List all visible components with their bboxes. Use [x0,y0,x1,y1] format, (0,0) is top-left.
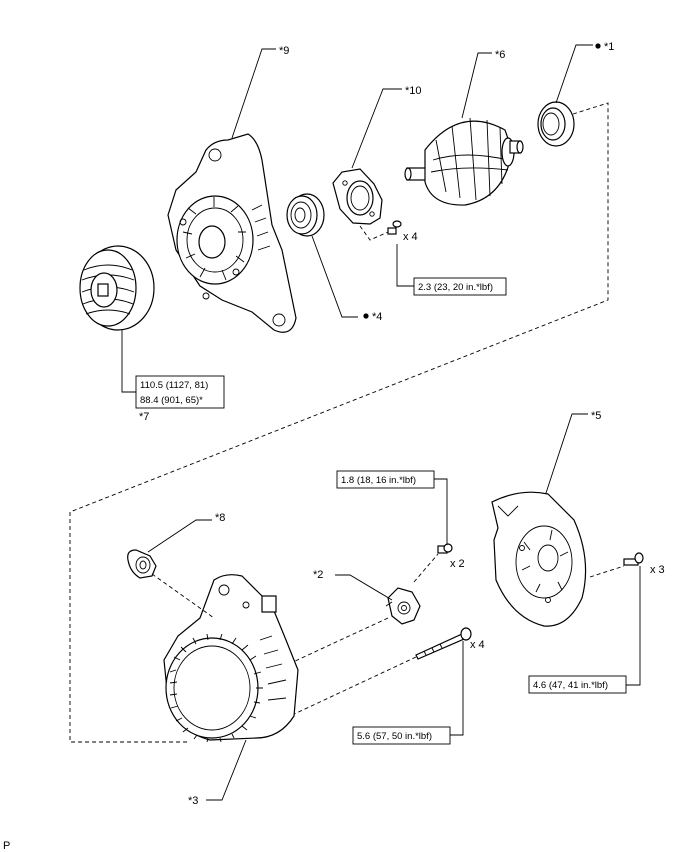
leader-c3 [206,739,247,801]
leader-c9 [231,48,276,139]
callout-c10: *10 [405,85,422,97]
callout-c6: *6 [495,49,505,61]
callout-c9: *9 [279,45,289,57]
terminal-screw [413,543,453,583]
leader-c1 [555,44,593,104]
torque-pulley-line2: 88.4 (901, 65)* [140,395,203,406]
retainer-plate-part [332,168,383,225]
callout-c3: *3 [188,795,198,807]
torque-cover: 4.6 (47, 41 in.*lbf) [533,680,608,691]
torque-plate-screw: 2.3 (23, 20 in.*lbf) [418,282,493,293]
pulley-part [79,245,155,331]
torque-box-pulley [135,375,225,409]
torque-box-terminal [336,470,435,489]
cover-bolt [589,552,644,578]
figure-code: P [3,840,10,852]
bearing-part [286,193,325,237]
callout-c2: *2 [313,569,323,581]
leader-c6 [461,52,492,119]
through-bolt [415,627,472,660]
leader-c7 [121,330,136,393]
axis-line-seal [151,573,215,619]
drive-end-frame-part [167,133,297,333]
qty-screw-plate: x 4 [403,231,418,243]
torque-through-bolt: 5.6 (57, 50 in.*lbf) [357,731,432,742]
callout-c7: *7 [139,411,149,423]
qty-terminal: x 2 [450,558,465,570]
callout-c4: *4 [372,311,382,323]
axis-line-bolt [289,656,417,717]
torque-box-plate-screw [413,277,507,296]
leader-through-bolt [450,641,464,736]
callout-c8: *8 [215,512,225,524]
leader-cover-bolt [626,566,641,686]
retainer-screw [359,220,402,241]
qty-through-bolt: x 4 [470,639,485,651]
replace-dot-c1 [595,43,601,49]
rotor-part [404,117,524,206]
leader-plate-screw [396,244,414,287]
qty-cover-bolt: x 3 [650,564,665,576]
assembly-boundary [69,102,609,743]
callout-c1: *1 [604,41,614,53]
replace-dot-c4 [363,313,369,319]
torque-pulley-line1: 110.5 (1127, 81) [140,380,208,391]
leader-c10 [351,88,402,169]
torque-terminal: 1.8 (18, 16 in.*lbf) [341,475,416,486]
leader-c5 [545,413,588,494]
rear-end-cover-part [491,491,587,627]
leader-c4 [311,235,358,318]
axis-line-insulator [279,617,389,669]
terminal-seal-part [127,549,157,579]
leader-c2 [335,574,393,601]
torque-box-cover [528,675,627,694]
stator-end-frame-part [163,574,299,743]
terminal-insulator-part [385,587,421,625]
leader-terminal [434,478,448,545]
bearing-cover-part [537,101,575,147]
leader-c8 [147,519,212,553]
callout-c5: *5 [591,410,601,422]
torque-box-through-bolt [352,726,451,745]
